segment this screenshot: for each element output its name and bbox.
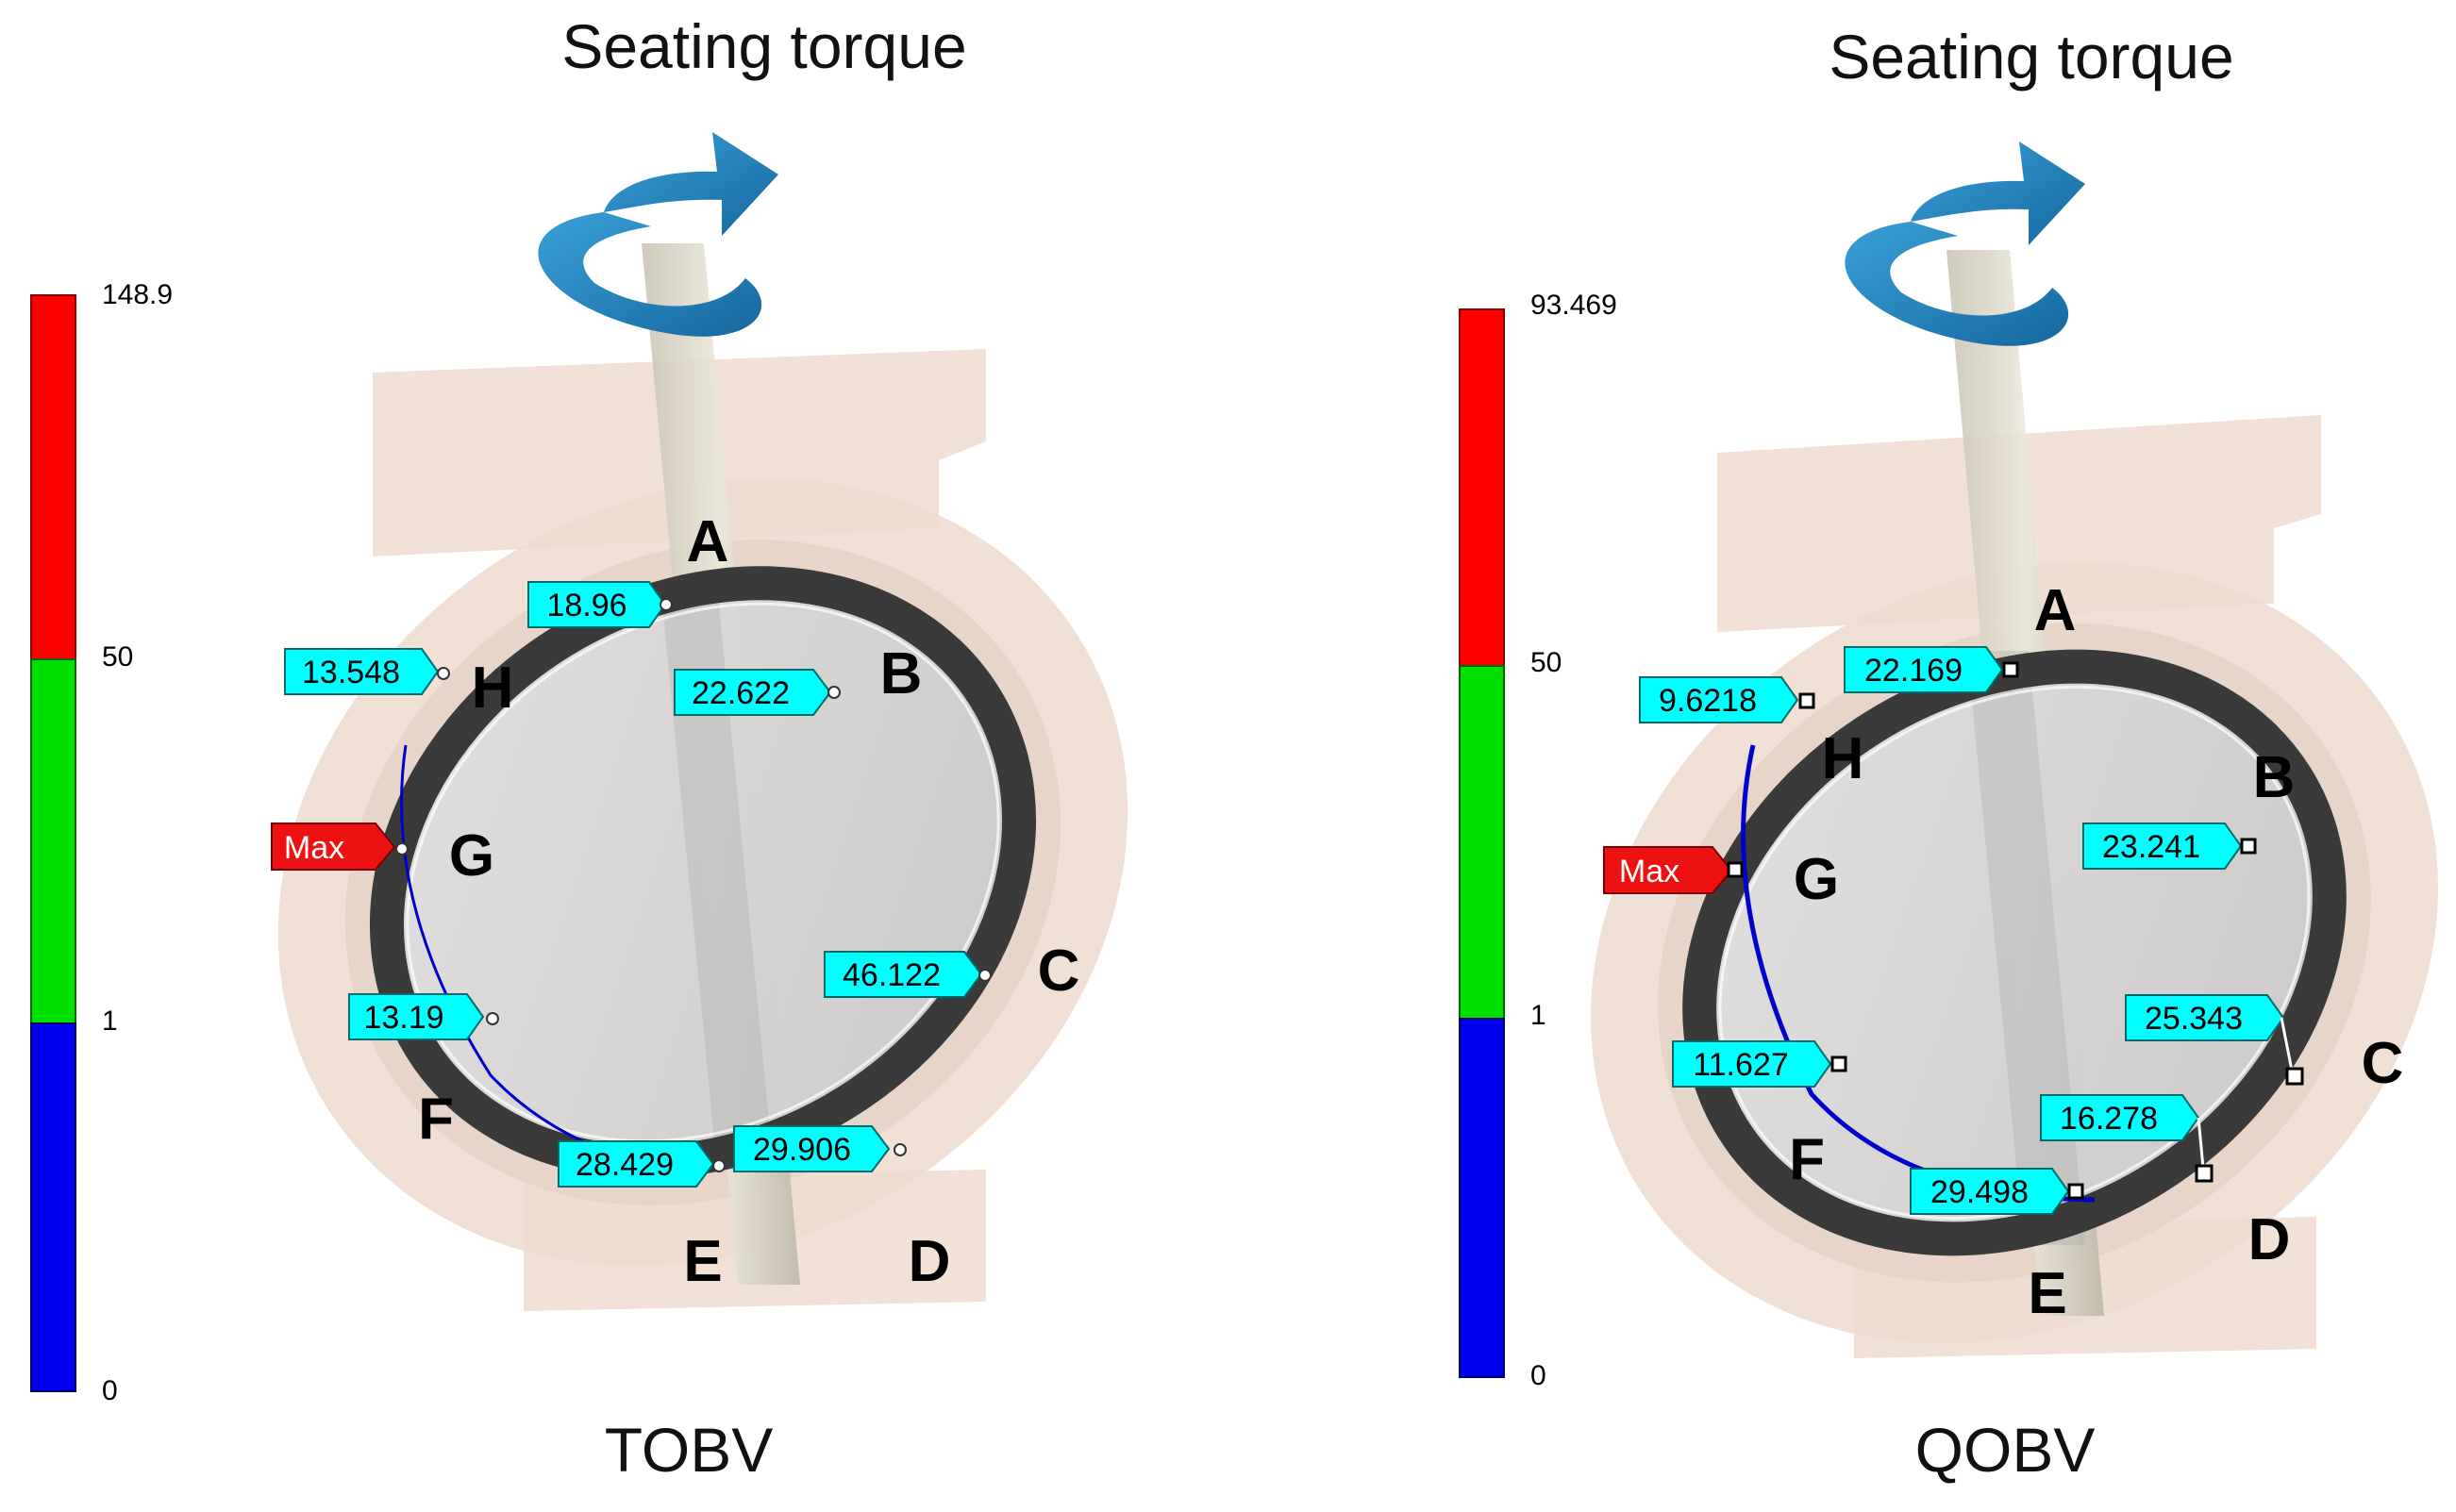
point-d-qobv: D xyxy=(2248,1207,2291,1272)
svg-text:13.548: 13.548 xyxy=(302,655,400,690)
title-qobv: Seating torque xyxy=(1829,22,2233,91)
rotation-arrow-qobv xyxy=(1845,141,2085,346)
point-f-qobv: F xyxy=(1789,1127,1825,1192)
value-label-tobv-8: 29.906 xyxy=(733,1125,907,1172)
point-h-tobv: H xyxy=(472,656,514,721)
disc-tobv xyxy=(393,590,1013,1155)
value-label-tobv-5: 46.122 xyxy=(824,951,992,998)
svg-text:11.627: 11.627 xyxy=(1693,1047,1788,1083)
value-label-qobv-7: 16.278 xyxy=(2040,1094,2214,1183)
colorbar-mid-high: 50 xyxy=(1530,647,1562,678)
value-label-tobv-1: 18.96 xyxy=(527,581,673,628)
caption-tobv: TOBV xyxy=(605,1415,774,1485)
point-c-tobv: C xyxy=(1038,939,1080,1004)
point-h-qobv: H xyxy=(1822,726,1864,791)
point-f-tobv: F xyxy=(418,1087,454,1152)
point-g-tobv: G xyxy=(449,823,494,889)
svg-text:16.278: 16.278 xyxy=(2060,1101,2158,1137)
svg-text:Max: Max xyxy=(284,830,344,866)
svg-text:22.622: 22.622 xyxy=(692,675,790,711)
value-label-qobv-2: 9.6218 xyxy=(1639,676,1815,723)
value-label-qobv-3: 23.241 xyxy=(2082,822,2257,870)
point-b-tobv: B xyxy=(880,641,923,706)
colorbar-segment-high xyxy=(30,294,76,660)
colorbar-max: 148.9 xyxy=(102,279,173,310)
colorbar-mid-low: 1 xyxy=(102,1005,118,1037)
value-label-tobv-6: 13.19 xyxy=(348,993,499,1040)
svg-text:23.241: 23.241 xyxy=(2102,829,2200,865)
colorbar-segment-low xyxy=(30,1022,76,1392)
svg-text:9.6218: 9.6218 xyxy=(1659,683,1757,719)
point-c-qobv: C xyxy=(2362,1031,2404,1096)
colorbar-segment-high xyxy=(1459,308,1505,667)
svg-text:13.19: 13.19 xyxy=(363,1000,443,1036)
point-d-tobv: D xyxy=(909,1229,951,1294)
colorbar-segment-mid xyxy=(1459,665,1505,1020)
svg-text:28.429: 28.429 xyxy=(576,1147,674,1183)
max-marker-qobv: Max xyxy=(1603,846,1744,894)
colorbar-qobv: 93.469 50 1 0 xyxy=(1459,290,1617,1391)
max-marker-tobv: Max xyxy=(271,822,409,871)
title-tobv: Seating torque xyxy=(561,11,966,81)
svg-text:25.343: 25.343 xyxy=(2145,1001,2243,1037)
value-label-qobv-6: 11.627 xyxy=(1672,1040,1847,1088)
svg-text:46.122: 46.122 xyxy=(843,957,941,993)
svg-text:Max: Max xyxy=(1619,854,1679,889)
point-a-qobv: A xyxy=(2034,578,2077,643)
panel-tobv: Seating torque 148.9 50 1 0 xyxy=(30,11,1128,1485)
colorbar-max: 93.469 xyxy=(1530,290,1617,321)
disc-qobv xyxy=(1706,673,2323,1233)
value-label-tobv-2: 13.548 xyxy=(284,648,450,695)
value-label-tobv-7: 28.429 xyxy=(558,1140,726,1188)
point-b-qobv: B xyxy=(2253,745,2296,810)
value-label-qobv-1: 22.169 xyxy=(1844,646,2019,693)
point-e-tobv: E xyxy=(683,1229,722,1294)
colorbar-tobv: 148.9 50 1 0 xyxy=(30,279,173,1406)
seal-ring-tobv xyxy=(369,566,1037,1179)
colorbar-min: 0 xyxy=(1530,1360,1546,1391)
point-g-qobv: G xyxy=(1794,847,1839,912)
colorbar-min: 0 xyxy=(102,1375,118,1406)
caption-qobv: QOBV xyxy=(1915,1415,2096,1485)
seal-ring-qobv xyxy=(1682,649,2347,1256)
colorbar-segment-low xyxy=(1459,1018,1505,1378)
value-label-qobv-5: 25.343 xyxy=(2125,994,2304,1086)
panel-qobv: Seating torque 93.469 50 1 0 xyxy=(1459,22,2438,1485)
colorbar-mid-high: 50 xyxy=(102,641,133,673)
rotation-arrow-tobv xyxy=(538,132,778,337)
svg-text:29.906: 29.906 xyxy=(753,1132,851,1168)
value-label-tobv-3: 22.622 xyxy=(674,669,841,716)
colorbar-segment-mid xyxy=(30,658,76,1024)
point-e-qobv: E xyxy=(2028,1261,2066,1326)
value-label-qobv-8: 29.498 xyxy=(1910,1168,2084,1215)
svg-text:29.498: 29.498 xyxy=(1930,1174,2029,1210)
svg-text:22.169: 22.169 xyxy=(1864,653,1963,689)
svg-text:18.96: 18.96 xyxy=(546,588,627,623)
colorbar-mid-low: 1 xyxy=(1530,1000,1546,1031)
point-a-tobv: A xyxy=(687,509,729,574)
